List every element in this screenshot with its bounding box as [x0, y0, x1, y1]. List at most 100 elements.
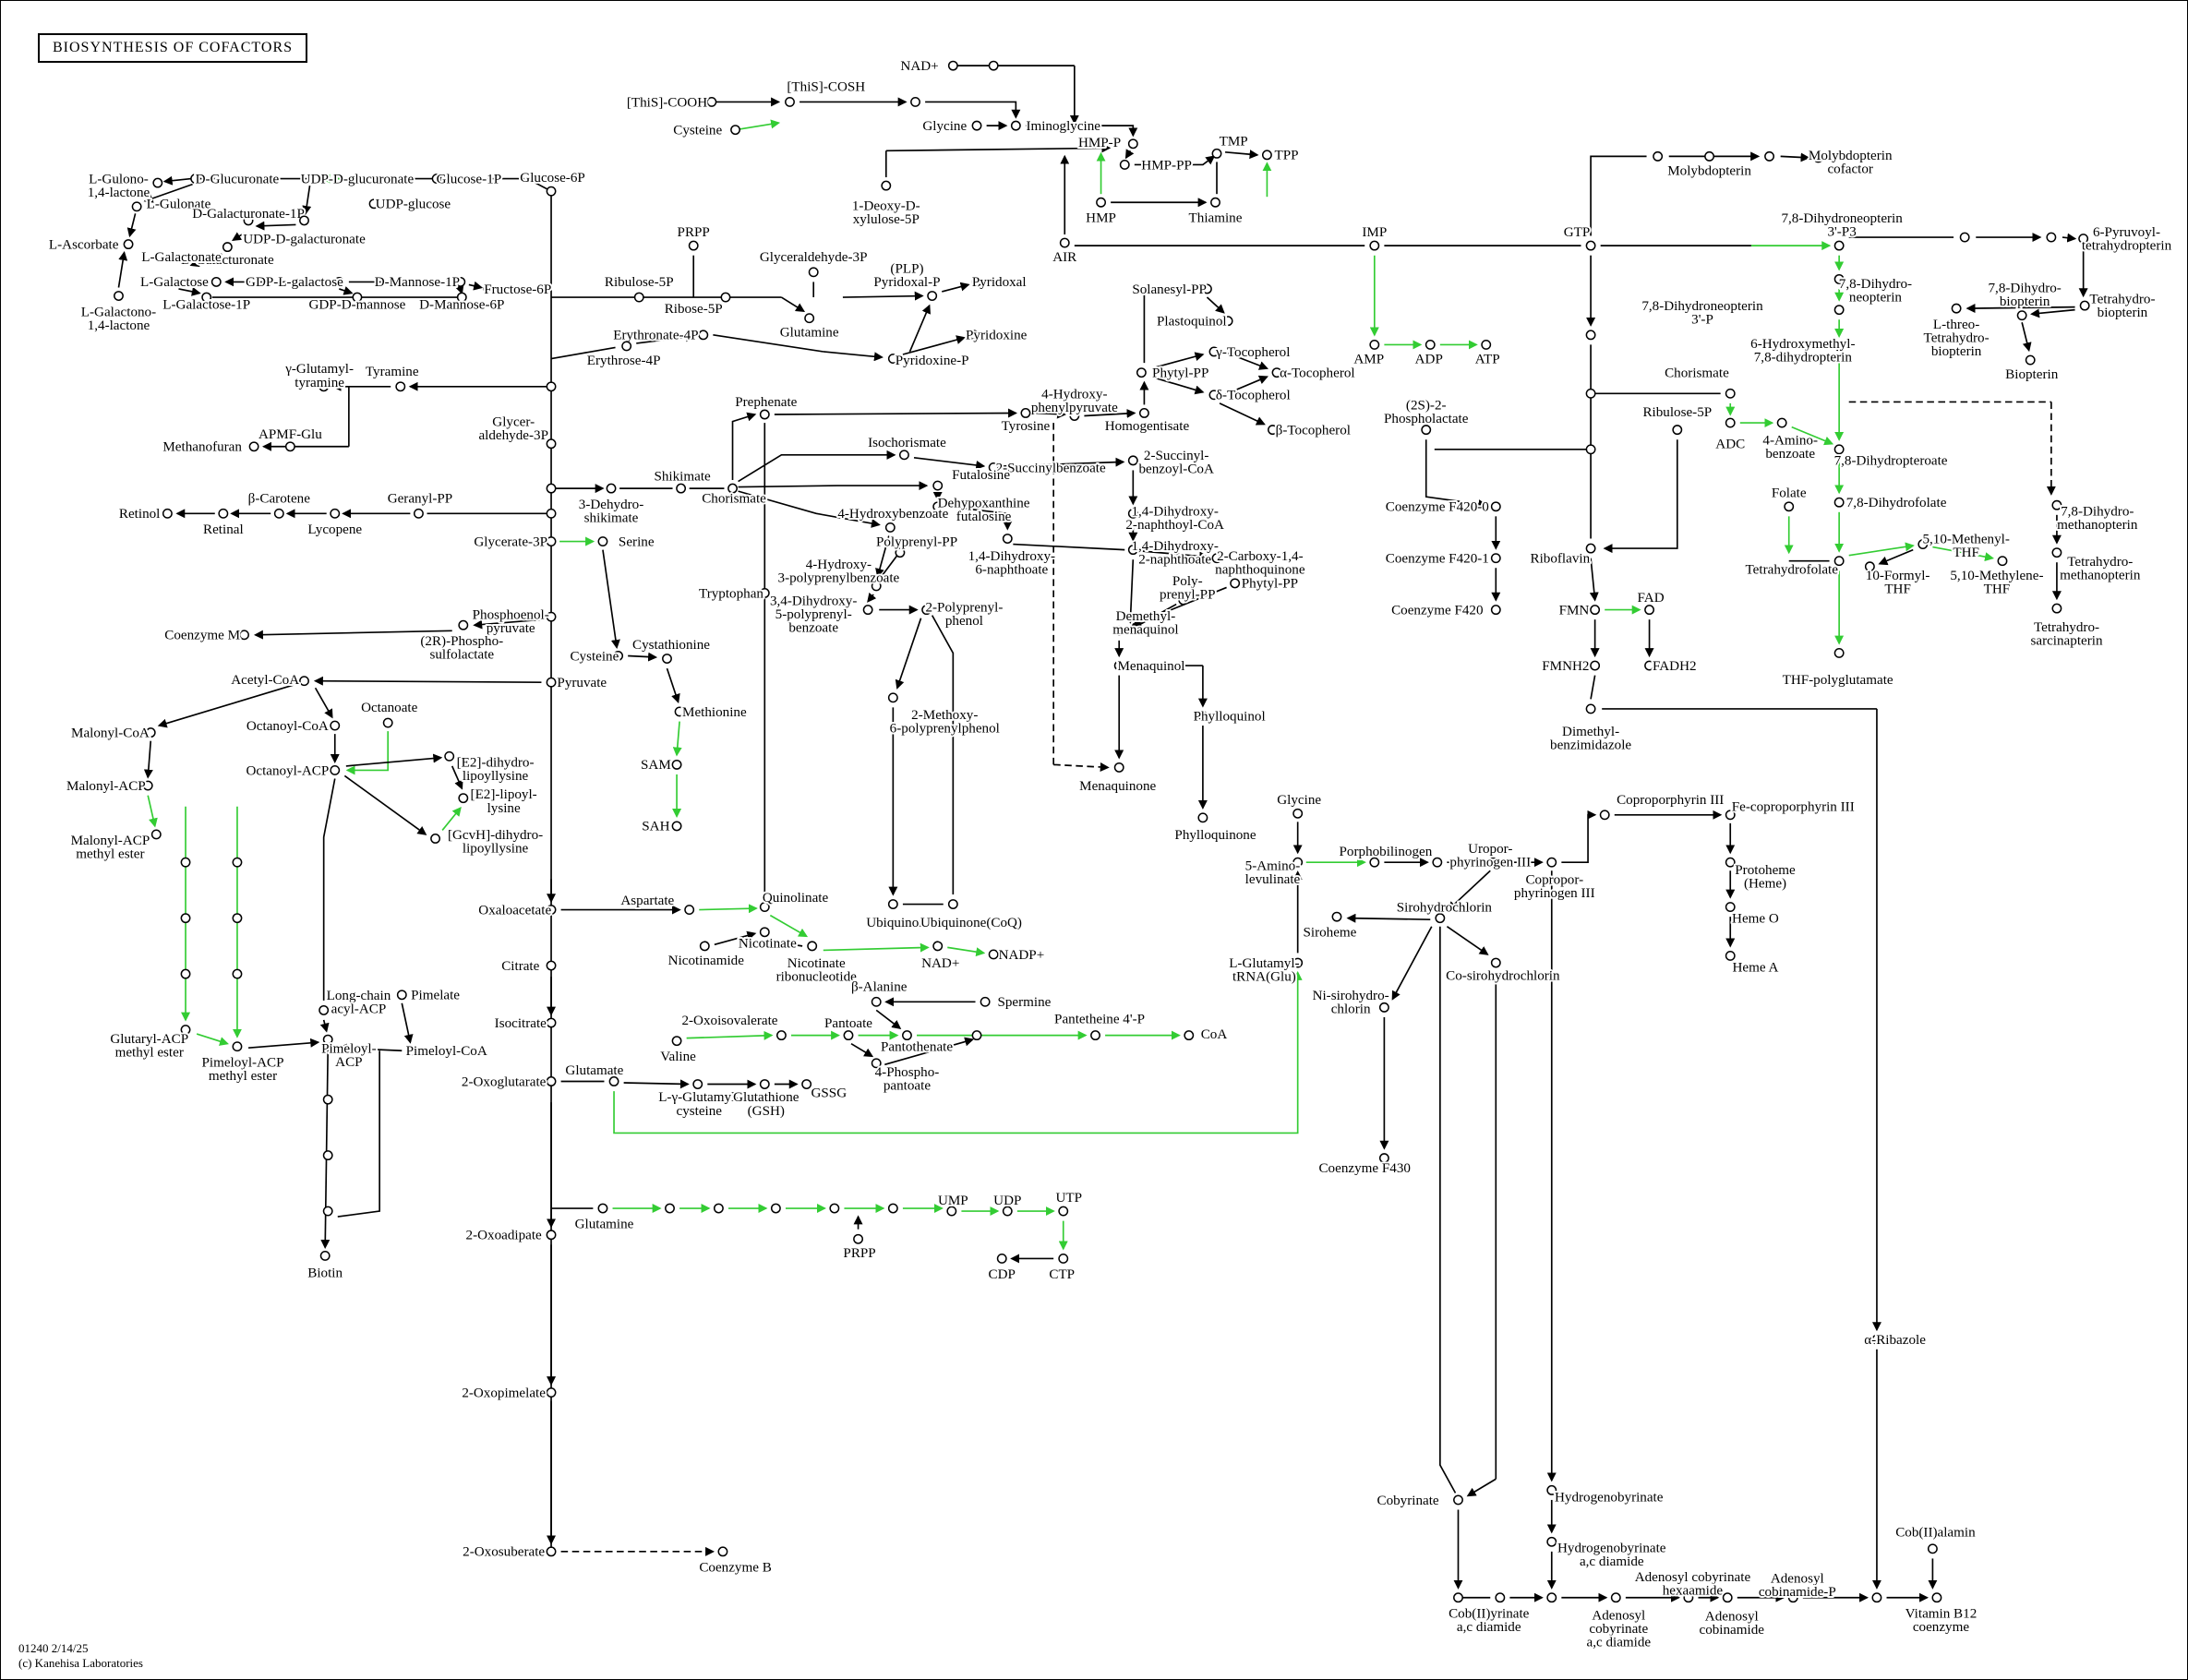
compound-node[interactable]	[455, 276, 466, 287]
compound-node[interactable]	[1113, 625, 1124, 636]
compound-node[interactable]	[2079, 300, 2090, 311]
compound-node[interactable]	[699, 941, 710, 952]
compound-node[interactable]	[444, 750, 455, 762]
compound-node[interactable]	[621, 341, 632, 352]
compound-node[interactable]	[546, 960, 557, 971]
compound-node[interactable]	[546, 611, 557, 622]
compound-node[interactable]	[676, 483, 687, 494]
compound-node[interactable]	[1222, 316, 1233, 327]
compound-node[interactable]	[395, 381, 406, 392]
compound-node[interactable]	[1725, 902, 1736, 912]
compound-node[interactable]	[456, 292, 467, 303]
junction-node[interactable]	[1432, 857, 1443, 868]
compound-node[interactable]	[319, 1004, 330, 1015]
compound-node[interactable]	[190, 174, 201, 185]
junction-node[interactable]	[713, 1203, 724, 1214]
junction-node[interactable]	[232, 857, 243, 868]
junction-node[interactable]	[1585, 330, 1596, 341]
compound-node[interactable]	[152, 177, 163, 188]
compound-node[interactable]	[1546, 857, 1557, 868]
compound-node[interactable]	[330, 508, 341, 519]
compound-node[interactable]	[284, 441, 295, 452]
compound-node[interactable]	[431, 174, 442, 185]
compound-node[interactable]	[319, 381, 330, 392]
compound-node[interactable]	[1833, 444, 1845, 455]
compound-node[interactable]	[1997, 556, 2008, 567]
compound-node[interactable]	[674, 706, 685, 717]
junction-node[interactable]	[829, 1203, 840, 1214]
compound-node[interactable]	[322, 1034, 333, 1045]
junction-node[interactable]	[546, 508, 557, 519]
compound-node[interactable]	[887, 899, 898, 909]
compound-node[interactable]	[971, 120, 982, 131]
junction-node[interactable]	[1871, 1592, 1882, 1603]
compound-node[interactable]	[1136, 367, 1147, 378]
compound-node[interactable]	[1864, 561, 1875, 572]
compound-node[interactable]	[1725, 417, 1736, 428]
compound-node[interactable]	[1833, 305, 1845, 316]
compound-node[interactable]	[1490, 553, 1501, 564]
compound-node[interactable]	[1495, 1592, 1506, 1603]
compound-node[interactable]	[1833, 497, 1845, 508]
compound-node[interactable]	[1369, 339, 1380, 350]
compound-node[interactable]	[1425, 339, 1436, 350]
compound-node[interactable]	[727, 483, 738, 494]
compound-node[interactable]	[1725, 810, 1736, 821]
compound-node[interactable]	[1644, 605, 1655, 616]
compound-node[interactable]	[150, 829, 162, 840]
compound-node[interactable]	[1590, 660, 1601, 671]
compound-node[interactable]	[458, 619, 469, 630]
junction-node[interactable]	[1453, 1592, 1463, 1603]
compound-node[interactable]	[232, 1041, 243, 1052]
compound-node[interactable]	[988, 462, 999, 473]
compound-node[interactable]	[947, 899, 958, 909]
compound-node[interactable]	[1127, 455, 1138, 466]
compound-node[interactable]	[871, 581, 882, 592]
compound-node[interactable]	[1833, 648, 1845, 658]
compound-node[interactable]	[1208, 346, 1220, 357]
compound-node[interactable]	[1069, 411, 1080, 421]
compound-node[interactable]	[1599, 810, 1610, 821]
compound-node[interactable]	[720, 292, 731, 303]
junction-node[interactable]	[180, 913, 191, 924]
compound-node[interactable]	[2016, 310, 2027, 321]
compound-node[interactable]	[546, 1387, 557, 1398]
compound-node[interactable]	[1931, 1592, 1942, 1603]
compound-node[interactable]	[932, 941, 944, 952]
compound-node[interactable]	[145, 727, 156, 738]
compound-node[interactable]	[1833, 240, 1845, 251]
junction-node[interactable]	[232, 968, 243, 979]
compound-node[interactable]	[717, 1546, 728, 1557]
compound-node[interactable]	[1178, 594, 1189, 606]
compound-node[interactable]	[1096, 197, 1106, 208]
compound-node[interactable]	[1672, 425, 1683, 436]
compound-node[interactable]	[946, 1206, 957, 1217]
compound-node[interactable]	[597, 1203, 608, 1214]
compound-node[interactable]	[932, 501, 944, 512]
compound-node[interactable]	[1090, 1030, 1100, 1041]
compound-node[interactable]	[352, 292, 363, 303]
junction-node[interactable]	[1959, 232, 1970, 243]
compound-node[interactable]	[180, 1025, 191, 1036]
compound-node[interactable]	[248, 441, 259, 452]
compound-node[interactable]	[1490, 957, 1501, 968]
compound-node[interactable]	[1871, 1334, 1882, 1345]
compound-node[interactable]	[871, 996, 882, 1007]
compound-node[interactable]	[368, 198, 379, 210]
compound-node[interactable]	[1119, 160, 1130, 170]
compound-node[interactable]	[1813, 152, 1823, 163]
junction-node[interactable]	[971, 1030, 982, 1041]
compound-node[interactable]	[980, 996, 991, 1007]
compound-node[interactable]	[299, 676, 309, 687]
compound-node[interactable]	[299, 215, 309, 226]
junction-node[interactable]	[770, 1203, 781, 1214]
compound-node[interactable]	[162, 508, 173, 519]
compound-node[interactable]	[1292, 808, 1304, 819]
compound-node[interactable]	[1292, 857, 1304, 868]
compound-node[interactable]	[887, 354, 898, 364]
compound-node[interactable]	[1546, 1536, 1557, 1547]
compound-node[interactable]	[1020, 408, 1031, 418]
junction-node[interactable]	[546, 381, 557, 392]
compound-node[interactable]	[333, 276, 344, 287]
compound-node[interactable]	[698, 330, 709, 341]
